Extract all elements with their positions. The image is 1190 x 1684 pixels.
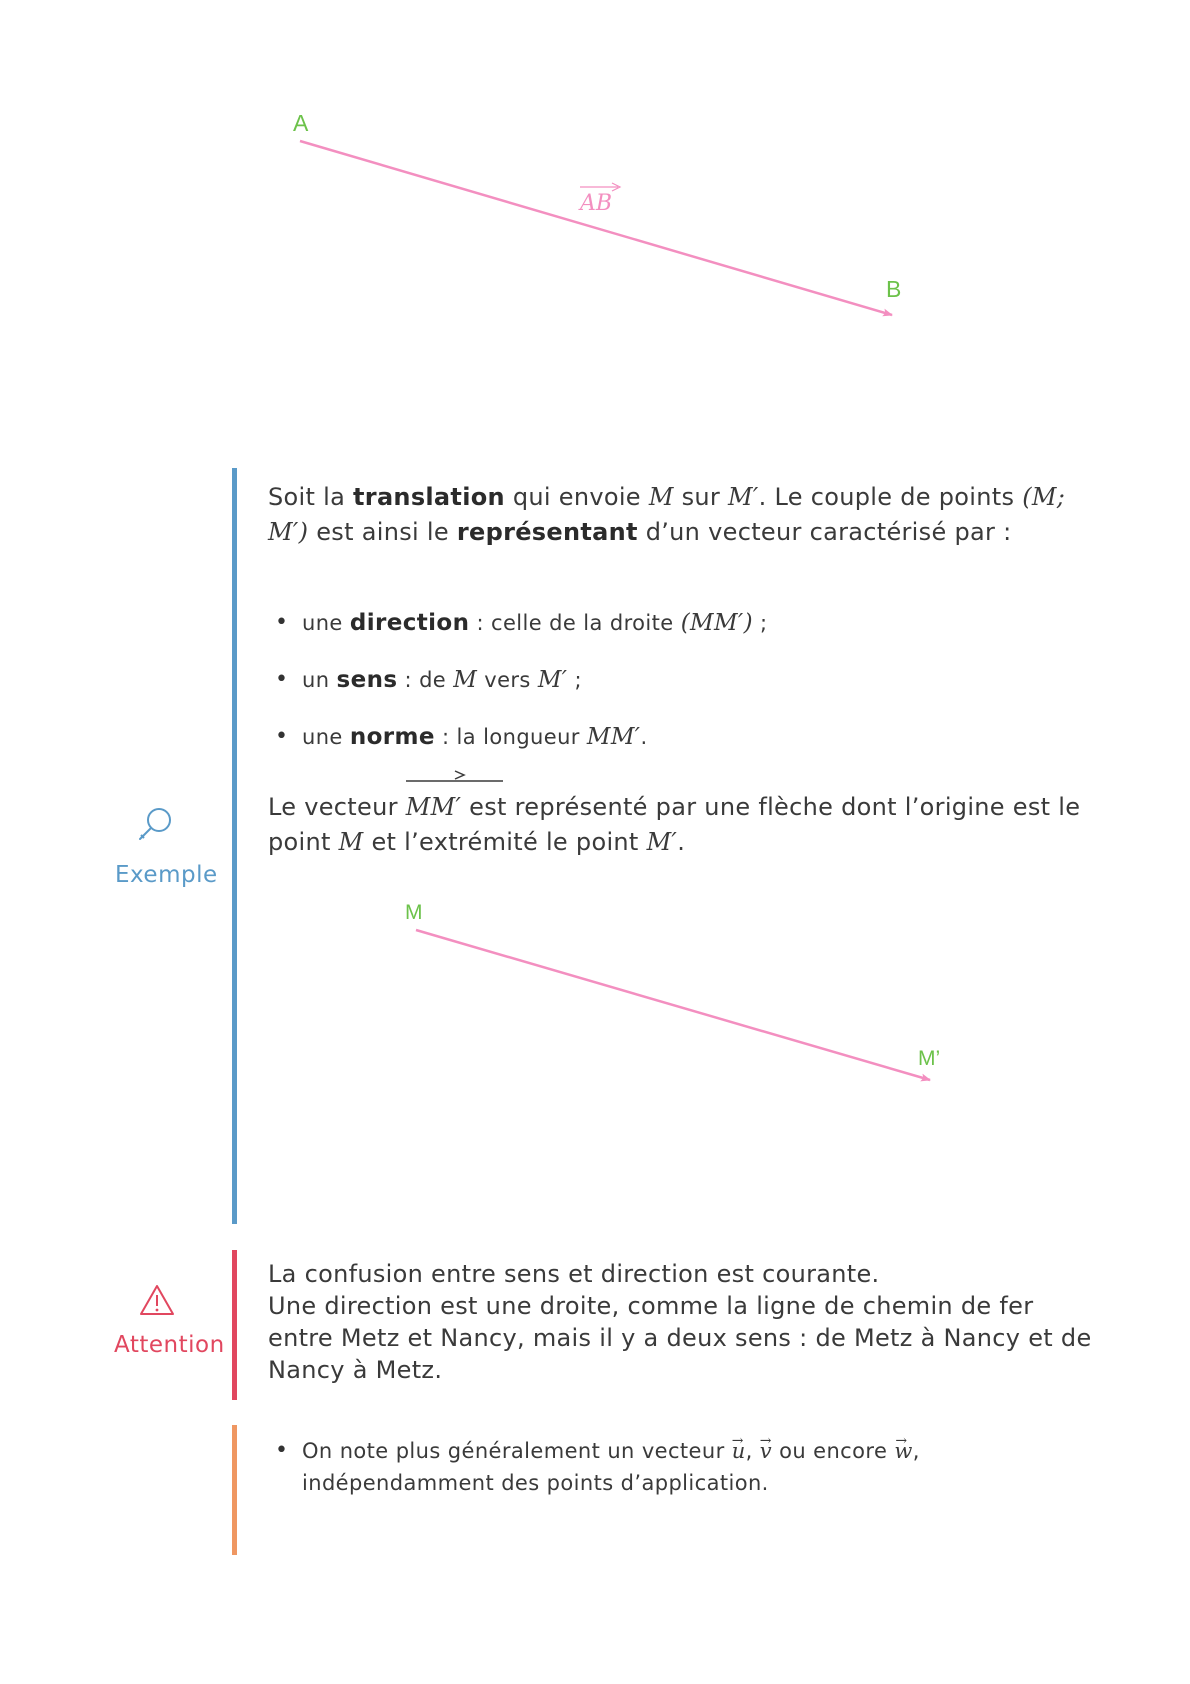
note-accent-bar — [232, 1425, 237, 1555]
exemple-accent-bar — [232, 468, 237, 1224]
attention-text: La confusion entre sens et direction est… — [268, 1258, 1098, 1386]
note-list: On note plus généralement un vecteur →u,… — [272, 1433, 1092, 1499]
exemple-intro-text: Soit la translation qui envoie M sur M′.… — [268, 483, 1066, 546]
attention-label: Attention — [114, 1332, 225, 1358]
list-item-direction: une direction : celle de la droite (MM′)… — [272, 610, 1092, 667]
vector-ab-figure: A B AB — [293, 110, 901, 317]
point-b-label: B — [886, 276, 901, 302]
list-item-norme: une norme : la longueur MM′. — [272, 724, 1092, 781]
point-m-prime-label: M’ — [918, 1047, 940, 1070]
vector-mm-line — [415, 928, 931, 1082]
magnifier-icon — [139, 808, 171, 840]
vector-v: →v — [759, 1433, 773, 1463]
characteristics-list: une direction : celle de la droite (MM′)… — [272, 610, 1092, 781]
note-list-item: On note plus généralement un vecteur →u,… — [272, 1433, 1092, 1499]
attention-line-2: Une direction est une droite, comme la l… — [268, 1292, 1092, 1384]
vector-mm-notation: MM′ — [405, 770, 503, 825]
point-a-label: A — [293, 110, 309, 136]
exemple-label: Exemple — [115, 862, 218, 888]
vector-u: →u — [731, 1433, 746, 1463]
exemple-conclusion-text: Le vecteur MM′ est représenté par une fl… — [268, 770, 1098, 860]
vector-ab-line — [299, 139, 893, 317]
vector-mm-figure: M M’ — [405, 901, 940, 1082]
list-item-sens: un sens : de M vers M′ ; — [272, 667, 1092, 724]
attention-line-1: La confusion entre sens et direction est… — [268, 1260, 880, 1288]
attention-accent-bar — [232, 1250, 237, 1400]
vector-w: →w — [894, 1433, 913, 1463]
vector-ab-label: AB — [578, 191, 612, 216]
point-m-label: M — [405, 901, 423, 924]
warning-icon — [140, 1285, 174, 1315]
